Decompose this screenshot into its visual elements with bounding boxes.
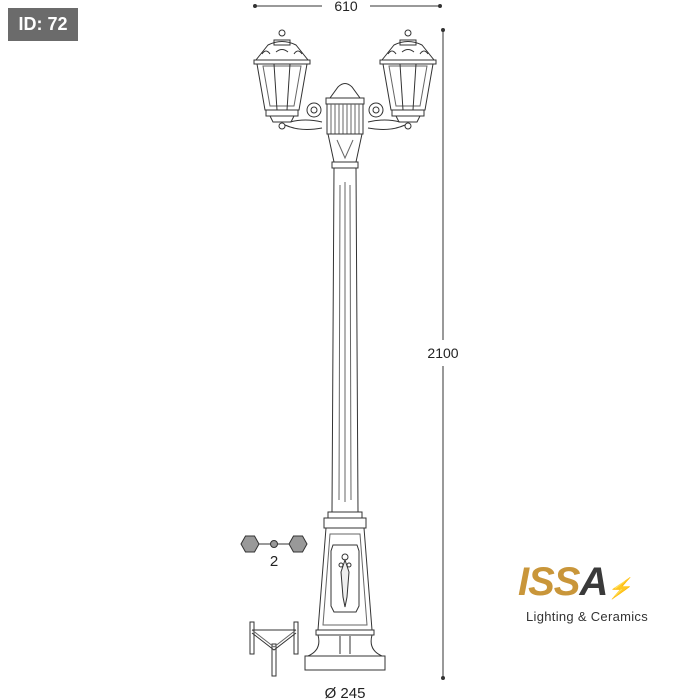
issa-logo: ISSA⚡ Lighting & Ceramics: [518, 562, 668, 624]
logo-text-iss: ISS: [518, 560, 580, 604]
tripod-mount-icon: [249, 621, 299, 677]
column-shaft: [323, 167, 367, 529]
column-base: [304, 527, 386, 671]
two-heads-icon: [240, 535, 308, 553]
width-label: 610: [334, 0, 358, 14]
height-label: 2100: [427, 345, 458, 361]
logo-tagline: Lighting & Ceramics: [526, 609, 649, 624]
lightning-icon: ⚡: [607, 578, 632, 600]
height-dimension: 2100: [427, 28, 459, 680]
id-badge: ID: 72: [8, 8, 78, 41]
logo-wordmark: ISSA⚡: [518, 562, 668, 609]
logo-text-a: A: [579, 560, 608, 604]
left-lantern: [253, 29, 311, 130]
width-dimension: 610: [253, 0, 442, 14]
right-lantern: [379, 29, 437, 130]
column-head: [325, 83, 365, 169]
heads-count-label: 2: [270, 553, 278, 570]
lamp-arms: [284, 102, 406, 130]
base-diameter-label: Ø 245: [325, 685, 366, 700]
